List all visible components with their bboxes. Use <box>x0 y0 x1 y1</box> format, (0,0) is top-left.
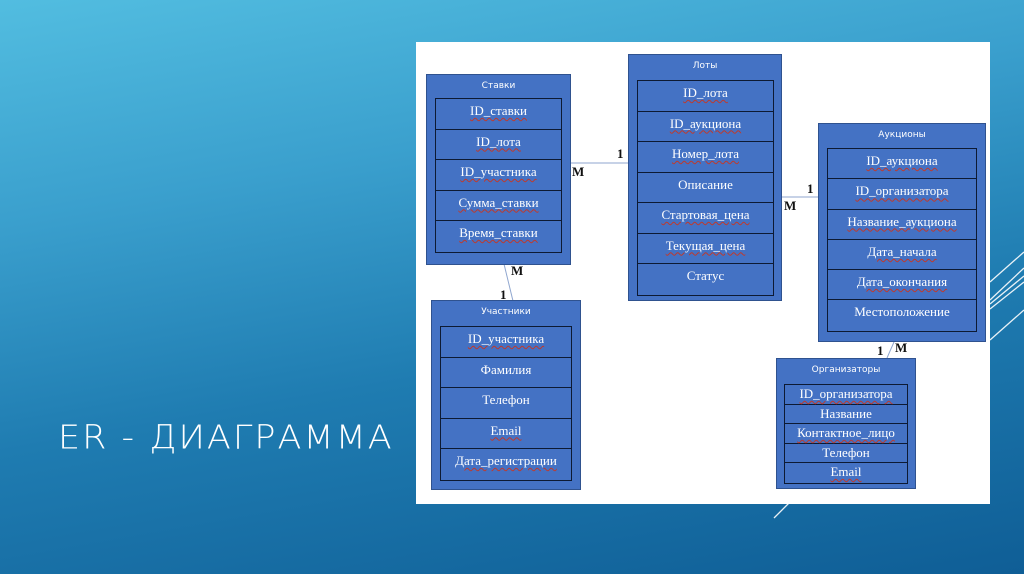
deco-line <box>989 251 1024 283</box>
relationship-lines <box>503 162 895 359</box>
field-name: ID_организатора <box>855 183 949 199</box>
relationship-line-organizatory-auktsiony <box>886 341 895 359</box>
cardinality-loty-one: 1 <box>617 146 624 161</box>
entity-field: Дата_начала <box>828 240 976 271</box>
entity-title: Организаторы <box>811 365 881 375</box>
field-name: ID_аукциона <box>866 153 938 168</box>
entity-field: Стартовая_цена <box>638 203 773 234</box>
entity-field: Номер_лота <box>638 142 773 173</box>
entity-field: ID_организатора <box>828 179 976 210</box>
field-name: ID_участника <box>460 164 537 179</box>
entity-field: Email <box>785 463 907 483</box>
entity-field: Описание <box>638 173 773 203</box>
field-name: Стартовая_цена <box>661 207 750 222</box>
field-name: Дата_окончания <box>856 274 948 290</box>
field-name: Местоположение <box>854 304 950 320</box>
field-name: Контактное_лицо <box>797 425 895 440</box>
field-name: Фамилия <box>480 361 532 377</box>
field-name: ID_организатора <box>799 386 893 401</box>
slide-title: ER - ДИАГРАММА <box>58 419 394 457</box>
field-name: Текущая_цена <box>665 237 746 253</box>
entity-field: ID_организатора <box>785 385 907 405</box>
entity-field: ID_лота <box>436 130 561 160</box>
field-name: Дата_регистрации <box>455 453 557 468</box>
field-name: Дата_начала <box>867 243 937 259</box>
field-name: Сумма_ставки <box>458 194 539 210</box>
cardinality-auktsiony-many: M <box>895 340 908 355</box>
entity-title: Лоты <box>692 61 718 71</box>
field-name: Email <box>490 422 522 438</box>
entity-field: Название_аукциона <box>828 210 976 240</box>
field-name: Название <box>820 405 872 421</box>
entity-title: Участники <box>481 307 531 317</box>
field-name: ID_аукциона <box>669 115 742 131</box>
entity-field: Фамилия <box>441 358 571 388</box>
field-name: ID_ставки <box>469 103 527 118</box>
field-name: Номер_лота <box>671 146 740 161</box>
deco-line <box>989 309 1024 341</box>
entity-field: Время_ставки <box>436 221 561 252</box>
cardinality-uchastniki-one: 1 <box>500 287 507 302</box>
field-name: ID_лота <box>683 85 728 100</box>
entity-field: ID_участника <box>441 327 571 358</box>
field-name: Описание <box>678 176 733 192</box>
field-name: Email <box>830 464 862 479</box>
entity-field: Контактное_лицо <box>785 424 907 444</box>
entity-field: Телефон <box>785 444 907 463</box>
entity-title: Аукционы <box>878 130 926 140</box>
entity-field: ID_аукциона <box>828 149 976 180</box>
cardinality-stavki-many: M <box>511 263 524 278</box>
entity-field: Сумма_ставки <box>436 191 561 221</box>
relationship-line-uchastniki-stavki <box>503 263 514 302</box>
entity-field: Email <box>441 419 571 449</box>
cardinality-stavki-many: M <box>572 164 585 179</box>
entity-field: Название <box>785 405 907 424</box>
cardinality-loty-many: M <box>784 198 797 213</box>
field-name: Телефон <box>822 444 870 460</box>
entity-field: ID_аукциона <box>638 112 773 142</box>
cardinality-organizatory-one: 1 <box>877 343 884 358</box>
deco-line <box>989 281 1024 310</box>
deco-line <box>989 275 1024 305</box>
field-name: Телефон <box>482 392 530 407</box>
entity-field: Дата_окончания <box>828 270 976 301</box>
entity-field: Дата_регистрации <box>441 449 571 480</box>
entity-field: ID_ставки <box>436 99 561 130</box>
entity-title: Ставки <box>481 81 516 91</box>
cardinality-auktsiony-one: 1 <box>807 181 814 196</box>
field-name: ID_участника <box>467 331 545 346</box>
entity-field: Телефон <box>441 388 571 419</box>
entity-field: Текущая_цена <box>638 234 773 264</box>
field-name: ID_лота <box>476 133 521 149</box>
entity-field: Статус <box>638 264 773 295</box>
field-name: Статус <box>686 268 725 283</box>
deco-line <box>773 501 791 519</box>
field-name: Время_ставки <box>459 225 538 240</box>
entity-field: ID_лота <box>638 81 773 112</box>
field-name: Название_аукциона <box>847 213 957 229</box>
deco-line <box>989 267 1024 301</box>
entity-field: Местоположение <box>828 300 976 330</box>
entity-field: ID_участника <box>436 160 561 191</box>
